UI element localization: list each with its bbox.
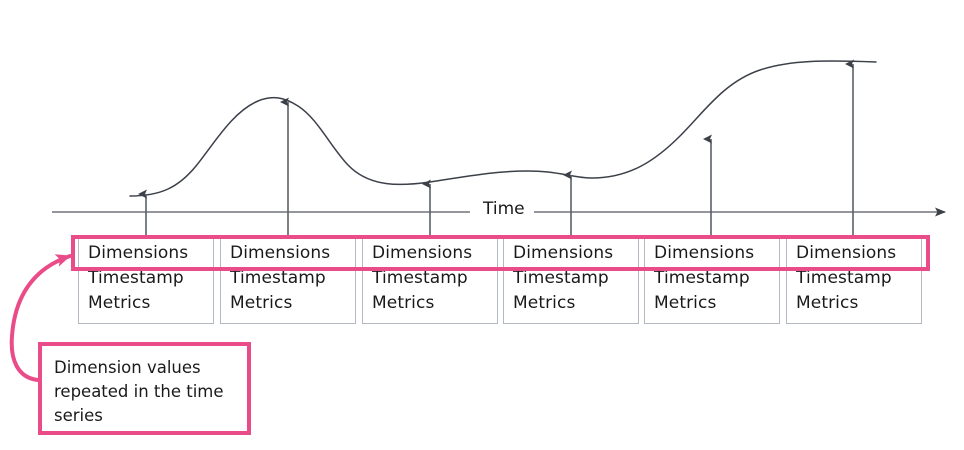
- record-timestamp-label: Timestamp: [230, 268, 326, 288]
- record-metrics-label: Metrics: [654, 293, 717, 313]
- record-timestamp-label: Timestamp: [372, 268, 468, 288]
- record-box: Dimensions Timestamp Metrics: [220, 236, 356, 324]
- record-metrics-label: Metrics: [796, 293, 859, 313]
- record-box: Dimensions Timestamp Metrics: [644, 236, 780, 324]
- time-axis-label: Time: [474, 201, 534, 218]
- record-timestamp-label: Timestamp: [654, 268, 750, 288]
- record-box: Dimensions Timestamp Metrics: [78, 236, 214, 324]
- record-metrics-label: Metrics: [230, 293, 293, 313]
- sampling-arrows: [138, 59, 854, 236]
- metric-curve: [129, 60, 877, 197]
- callout-connector-arrow: [9, 254, 72, 382]
- record-timestamp-label: Timestamp: [796, 268, 892, 288]
- record-metrics-label: Metrics: [372, 293, 435, 313]
- record-dimensions-label: Dimensions: [513, 243, 614, 263]
- record-dimensions-label: Dimensions: [654, 243, 755, 263]
- record-metrics-label: Metrics: [88, 293, 151, 313]
- callout-note: Dimension values repeated in the time se…: [38, 342, 251, 435]
- callout-note-text: Dimension values repeated in the time se…: [54, 358, 224, 425]
- record-dimensions-label: Dimensions: [88, 243, 189, 263]
- record-metrics-label: Metrics: [513, 293, 576, 313]
- record-box: Dimensions Timestamp Metrics: [362, 236, 498, 324]
- record-dimensions-label: Dimensions: [230, 243, 331, 263]
- record-timestamp-label: Timestamp: [88, 268, 184, 288]
- record-timestamp-label: Timestamp: [513, 268, 609, 288]
- record-dimensions-label: Dimensions: [372, 243, 473, 263]
- record-box: Dimensions Timestamp Metrics: [786, 236, 922, 324]
- record-box: Dimensions Timestamp Metrics: [503, 236, 639, 324]
- record-dimensions-label: Dimensions: [796, 243, 897, 263]
